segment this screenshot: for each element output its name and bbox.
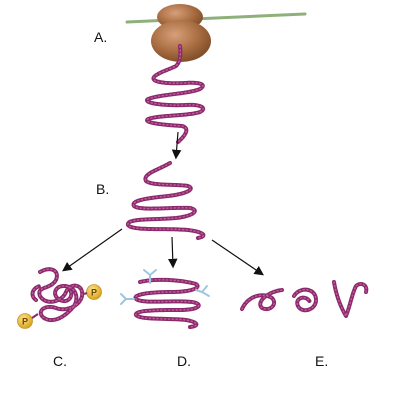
cleaved-fragment-highlight xyxy=(333,281,368,317)
arrow-a-to-b xyxy=(171,131,182,160)
folded-protein-highlight xyxy=(127,162,205,239)
arrow-b-to-d xyxy=(167,236,178,269)
phosphate-label: P xyxy=(91,288,97,298)
label-e: E. xyxy=(315,353,329,369)
glycosylated-protein-highlight xyxy=(134,279,200,328)
phosphate-group-icon: P xyxy=(86,284,102,300)
phosphate-label: P xyxy=(22,317,28,327)
cleaved-fragment xyxy=(332,280,369,318)
phosphate-link xyxy=(31,313,39,319)
label-d: D. xyxy=(177,353,191,369)
phosphate-group-icon: P xyxy=(17,313,33,329)
carbohydrate-branch-icon xyxy=(195,285,210,297)
mrna-strand xyxy=(125,12,307,24)
carbohydrate-branch-icon xyxy=(120,293,135,305)
cleaved-fragment-highlight xyxy=(241,289,283,310)
label-a: A. xyxy=(94,29,108,45)
label-b: B. xyxy=(96,181,110,197)
phosphate-link xyxy=(83,292,88,295)
arrow-b-to-e xyxy=(211,239,264,276)
arrow-b-to-c xyxy=(62,228,123,272)
phosphorylated-protein-highlight xyxy=(31,268,83,321)
cleaved-fragment-highlight xyxy=(293,289,317,311)
glycosylated-protein xyxy=(133,277,201,329)
nascent-polypeptide-highlight xyxy=(146,45,204,143)
label-c: C. xyxy=(53,353,67,369)
ribosome-icon xyxy=(151,4,211,62)
carbohydrate-branch-icon xyxy=(143,269,157,284)
